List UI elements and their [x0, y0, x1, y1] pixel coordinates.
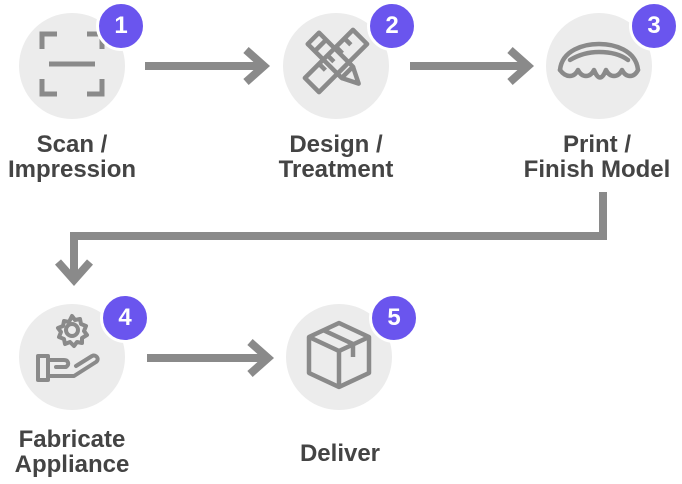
dental-model-icon: [557, 41, 641, 80]
step-4-badge: 4: [100, 293, 150, 343]
step-2-label: Design / Treatment: [278, 131, 394, 183]
arrow-1-to-2: [145, 47, 271, 85]
step-5-label: Deliver: [299, 440, 381, 467]
hand-gear-icon: [36, 314, 100, 382]
step-4-label: Fabricate Appliance: [14, 426, 130, 478]
arrow-4-to-5: [147, 339, 275, 377]
arrow-2-to-3: [410, 47, 535, 85]
design-tools-icon: [302, 27, 370, 95]
scan-icon: [39, 31, 105, 97]
step-3-label: Print / Finish Model: [523, 131, 671, 183]
step-5-badge: 5: [369, 293, 419, 343]
step-1-badge: 1: [96, 1, 146, 51]
package-box-icon: [306, 320, 372, 390]
arrow-3-to-4: [55, 192, 607, 287]
step-1-label: Scan / Impression: [7, 131, 137, 183]
step-2-badge: 2: [367, 1, 417, 51]
step-3-badge: 3: [629, 1, 679, 51]
